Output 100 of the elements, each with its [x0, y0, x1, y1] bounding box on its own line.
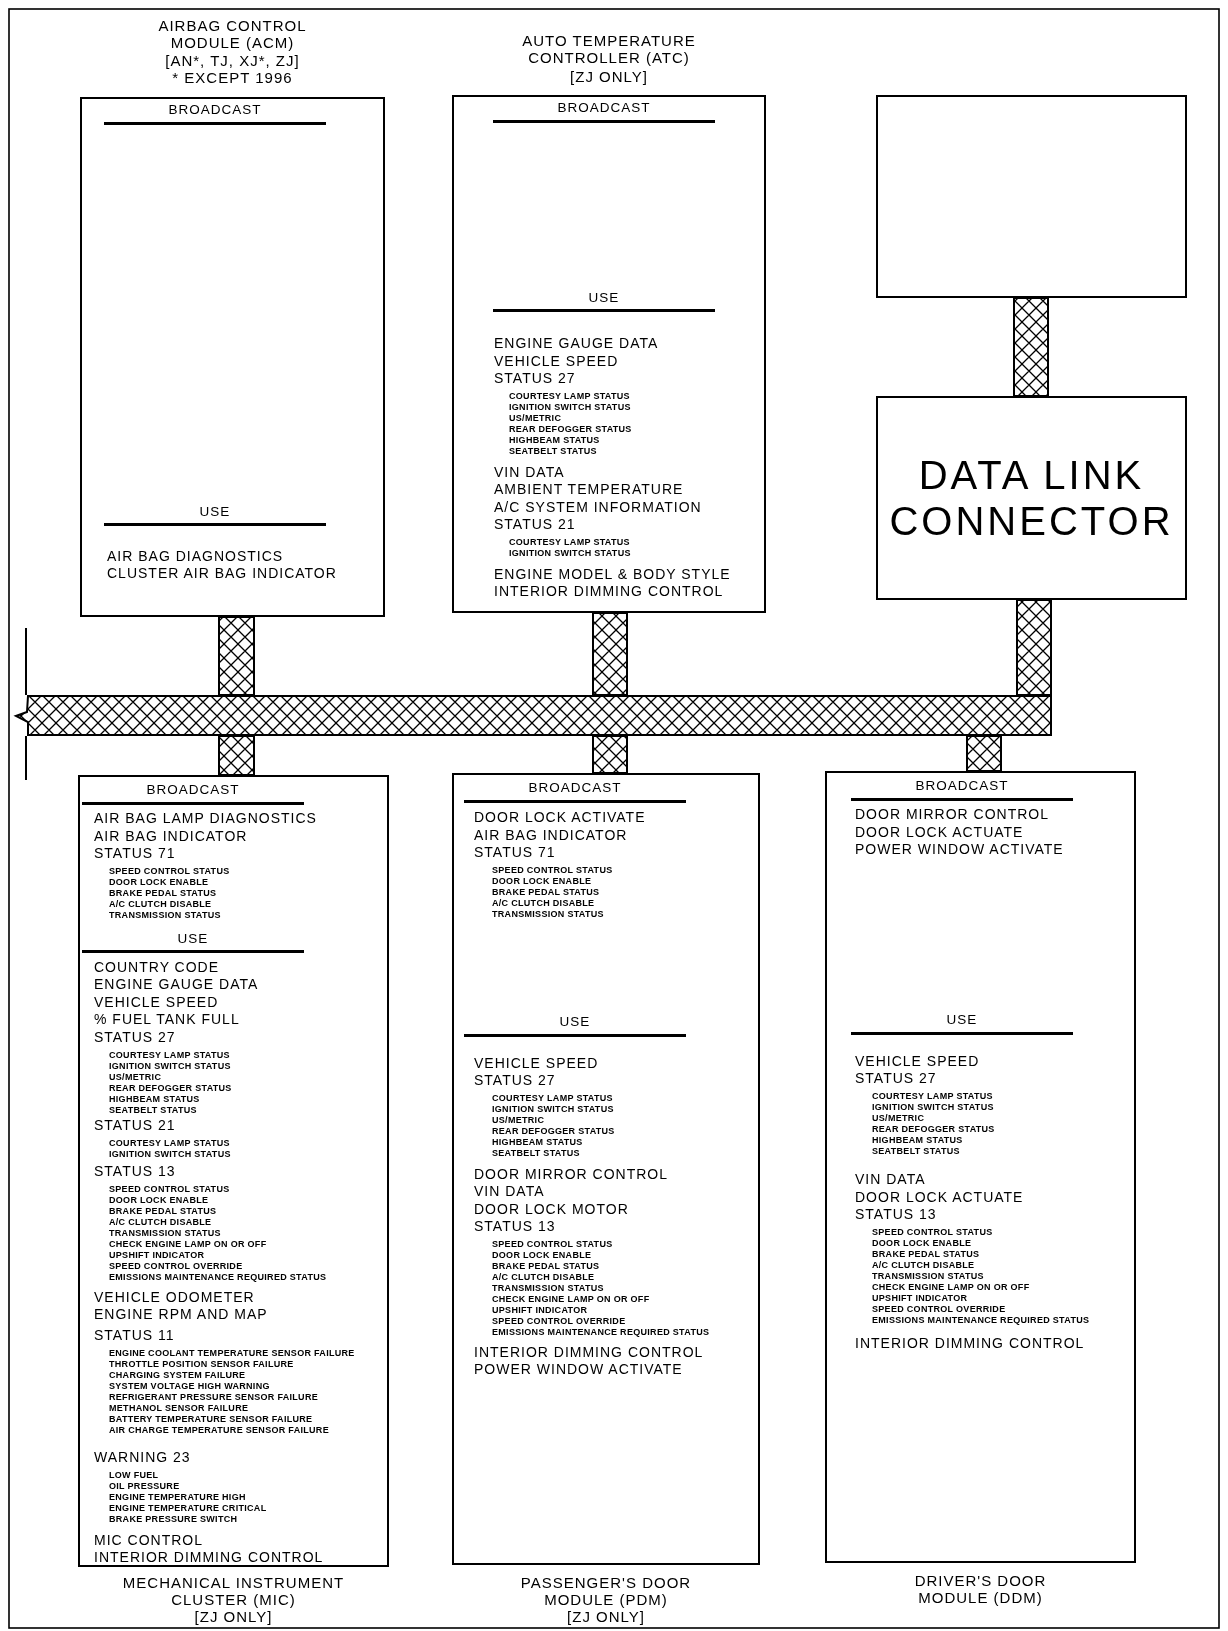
- status-item: DOOR LOCK ENABLE: [492, 876, 592, 888]
- message-label: INTERIOR DIMMING CONTROL: [474, 1343, 704, 1361]
- message-label: VIN DATA: [855, 1171, 926, 1189]
- status-item: TRANSMISSION STATUS: [872, 1271, 984, 1283]
- message-label: STATUS 21: [494, 516, 576, 534]
- message-label: DOOR LOCK ACTUATE: [855, 1188, 1024, 1206]
- status-item: ENGINE TEMPERATURE CRITICAL: [109, 1502, 267, 1514]
- box-label: DATA LINK CONNECTOR: [889, 452, 1174, 544]
- status-item: IGNITION SWITCH STATUS: [492, 1104, 614, 1115]
- status-item: DOOR LOCK ENABLE: [492, 1250, 592, 1261]
- status-item: IGNITION SWITCH STATUS: [109, 1060, 231, 1072]
- status-item: COURTESY LAMP STATUS: [509, 537, 630, 549]
- module-title: [ZJ ONLY]: [566, 1608, 646, 1625]
- status-item: CHECK ENGINE LAMP ON OR OFF: [109, 1238, 267, 1250]
- message-label: DOOR LOCK ACTUATE: [855, 823, 1024, 841]
- message-label: VIN DATA: [494, 463, 565, 481]
- status-item: IGNITION SWITCH STATUS: [509, 548, 631, 560]
- status-item: HIGHBEAM STATUS: [509, 435, 600, 447]
- status-item: A/C CLUTCH DISABLE: [872, 1260, 975, 1272]
- message-label: STATUS 13: [855, 1206, 937, 1224]
- status-item: EMISSIONS MAINTENANCE REQUIRED STATUS: [872, 1315, 1090, 1327]
- message-label: STATUS 21: [94, 1116, 176, 1134]
- module-title: AIRBAG CONTROL MODULE (ACM): [157, 16, 308, 51]
- status-item: COURTESY LAMP STATUS: [109, 1137, 230, 1149]
- message-label: INTERIOR DIMMING CONTROL: [94, 1549, 324, 1566]
- message-label: DOOR LOCK MOTOR: [474, 1200, 629, 1218]
- status-item: IGNITION SWITCH STATUS: [872, 1102, 994, 1113]
- section-heading: USE: [493, 288, 715, 312]
- bus-link: [592, 735, 628, 774]
- bus-link: [218, 735, 255, 776]
- status-item: US/METRIC: [872, 1113, 925, 1124]
- message-label: STATUS 27: [474, 1072, 556, 1089]
- section-heading: USE: [104, 502, 326, 526]
- message-label: WARNING 23: [94, 1448, 191, 1466]
- status-item: COURTESY LAMP STATUS: [872, 1091, 993, 1102]
- status-item: TRANSMISSION STATUS: [109, 910, 221, 922]
- message-label: ENGINE GAUGE DATA: [94, 976, 259, 994]
- status-item: REAR DEFOGGER STATUS: [109, 1082, 232, 1094]
- message-label: MIC CONTROL: [94, 1531, 203, 1549]
- message-label: A/C SYSTEM INFORMATION: [494, 498, 702, 516]
- status-item: BRAKE PEDAL STATUS: [109, 888, 217, 900]
- status-item: CHARGING SYSTEM FAILURE: [109, 1369, 246, 1381]
- message-label: STATUS 71: [474, 844, 556, 862]
- status-item: ENGINE COOLANT TEMPERATURE SENSOR FAILURE: [109, 1347, 355, 1359]
- status-item: US/METRIC: [492, 1115, 545, 1126]
- status-item: DOOR LOCK ENABLE: [109, 877, 209, 889]
- status-item: REAR DEFOGGER STATUS: [492, 1126, 615, 1137]
- message-label: VEHICLE SPEED: [474, 1054, 599, 1072]
- status-item: OIL PRESSURE: [109, 1480, 180, 1492]
- message-label: AIR BAG INDICATOR: [94, 827, 248, 845]
- status-item: BRAKE PEDAL STATUS: [872, 1249, 980, 1261]
- bus-link: [966, 735, 1002, 772]
- message-label: VIN DATA: [474, 1183, 545, 1200]
- status-item: BRAKE PEDAL STATUS: [492, 1261, 600, 1272]
- status-item: SPEED CONTROL OVERRIDE: [109, 1260, 243, 1272]
- status-item: THROTTLE POSITION SENSOR FAILURE: [109, 1358, 294, 1370]
- message-label: AMBIENT TEMPERATURE: [494, 481, 684, 499]
- status-item: IGNITION SWITCH STATUS: [509, 402, 631, 414]
- status-item: UPSHIFT INDICATOR: [872, 1293, 968, 1305]
- status-item: US/METRIC: [509, 413, 562, 425]
- section-heading: USE: [851, 1011, 1073, 1035]
- status-item: TRANSMISSION STATUS: [492, 909, 604, 921]
- status-item: TRANSMISSION STATUS: [109, 1227, 221, 1239]
- section-heading: BROADCAST: [104, 101, 326, 125]
- message-label: % FUEL TANK FULL: [94, 1011, 240, 1029]
- status-item: HIGHBEAM STATUS: [109, 1093, 200, 1105]
- status-item: SPEED CONTROL STATUS: [109, 1183, 230, 1195]
- message-label: STATUS 11: [94, 1326, 175, 1344]
- message-label: VEHICLE SPEED: [94, 993, 219, 1011]
- status-item: SPEED CONTROL OVERRIDE: [872, 1304, 1006, 1316]
- bus-link: [218, 616, 255, 696]
- module-title: DRIVER'S DOOR MODULE (DDM): [913, 1572, 1048, 1606]
- status-item: REAR DEFOGGER STATUS: [509, 424, 632, 436]
- section-heading: BROADCAST: [82, 781, 304, 805]
- message-label: INTERIOR DIMMING CONTROL: [494, 583, 724, 601]
- module-title: MECHANICAL INSTRUMENT CLUSTER (MIC): [121, 1574, 346, 1608]
- section-heading: BROADCAST: [493, 99, 715, 123]
- status-item: COURTESY LAMP STATUS: [509, 391, 630, 403]
- module-title: [AN*, TJ, XJ*, ZJ]: [164, 51, 301, 69]
- status-item: BATTERY TEMPERATURE SENSOR FAILURE: [109, 1413, 313, 1425]
- status-item: AIR CHARGE TEMPERATURE SENSOR FAILURE: [109, 1424, 329, 1436]
- status-item: IGNITION SWITCH STATUS: [109, 1148, 231, 1160]
- status-item: BRAKE PEDAL STATUS: [492, 887, 600, 899]
- message-label: DOOR MIRROR CONTROL: [474, 1165, 668, 1183]
- status-item: SPEED CONTROL STATUS: [872, 1227, 993, 1239]
- section-heading: USE: [464, 1013, 686, 1037]
- module-title: PASSENGER'S DOOR MODULE (PDM): [519, 1574, 693, 1608]
- status-item: SPEED CONTROL STATUS: [492, 865, 613, 877]
- status-item: BRAKE PRESSURE SWITCH: [109, 1513, 238, 1525]
- module-title: [ZJ ONLY]: [193, 1608, 274, 1625]
- message-label: AIR BAG DIAGNOSTICS: [107, 547, 284, 565]
- status-item: COURTESY LAMP STATUS: [109, 1049, 230, 1061]
- message-label: STATUS 13: [94, 1162, 176, 1180]
- status-item: SYSTEM VOLTAGE HIGH WARNING: [109, 1380, 270, 1392]
- status-item: UPSHIFT INDICATOR: [492, 1305, 588, 1316]
- status-item: SPEED CONTROL OVERRIDE: [492, 1316, 626, 1327]
- status-item: ENGINE TEMPERATURE HIGH: [109, 1491, 246, 1503]
- status-item: METHANOL SENSOR FAILURE: [109, 1402, 249, 1414]
- status-item: COURTESY LAMP STATUS: [492, 1093, 613, 1104]
- module-title: AUTO TEMPERATURE CONTROLLER (ATC): [521, 31, 697, 66]
